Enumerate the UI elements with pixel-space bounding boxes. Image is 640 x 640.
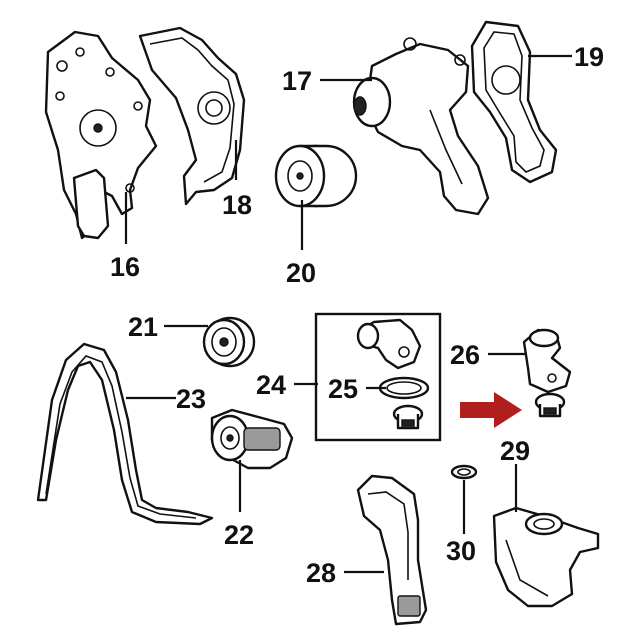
part-29-degas-tank [492,506,600,608]
part-16-pump-housing [44,30,158,240]
callout-22: 22 [224,520,254,550]
callout-labels: 16 17 18 19 20 21 22 23 24 25 26 28 29 3… [110,42,604,588]
part-20-pulley [274,144,358,208]
callout-23: 23 [176,384,206,414]
part-28-coolant-bottle [356,474,428,626]
callout-24: 24 [256,370,286,400]
part-24-thermostat-housing [356,318,422,370]
part-25-o-ring [378,376,430,400]
callout-16: 16 [110,252,140,282]
callout-17: 17 [282,66,312,96]
callout-19: 19 [574,42,604,72]
callout-20: 20 [286,258,316,288]
part-17-water-pump [352,37,490,216]
part-24-thermostat [392,404,424,430]
part-30-cap-seal [450,464,478,480]
part-18-gasket [138,26,246,206]
part-23-serpentine-belt [36,342,214,526]
callout-25: 25 [328,374,358,404]
highlight-arrow [460,392,522,428]
callout-28: 28 [306,558,336,588]
callout-30: 30 [446,536,476,566]
callout-29: 29 [500,436,530,466]
part-29-thermostat [534,392,566,418]
leader-lines [124,54,572,574]
callout-26: 26 [450,340,480,370]
callout-18: 18 [222,190,252,220]
part-24-group-box [314,312,442,442]
part-26-coolant-outlet [522,328,572,394]
part-21-idler-pulley [202,316,256,368]
part-22-belt-tensioner [210,408,294,470]
callout-21: 21 [128,312,158,342]
part-19-pump-gasket [470,20,558,184]
